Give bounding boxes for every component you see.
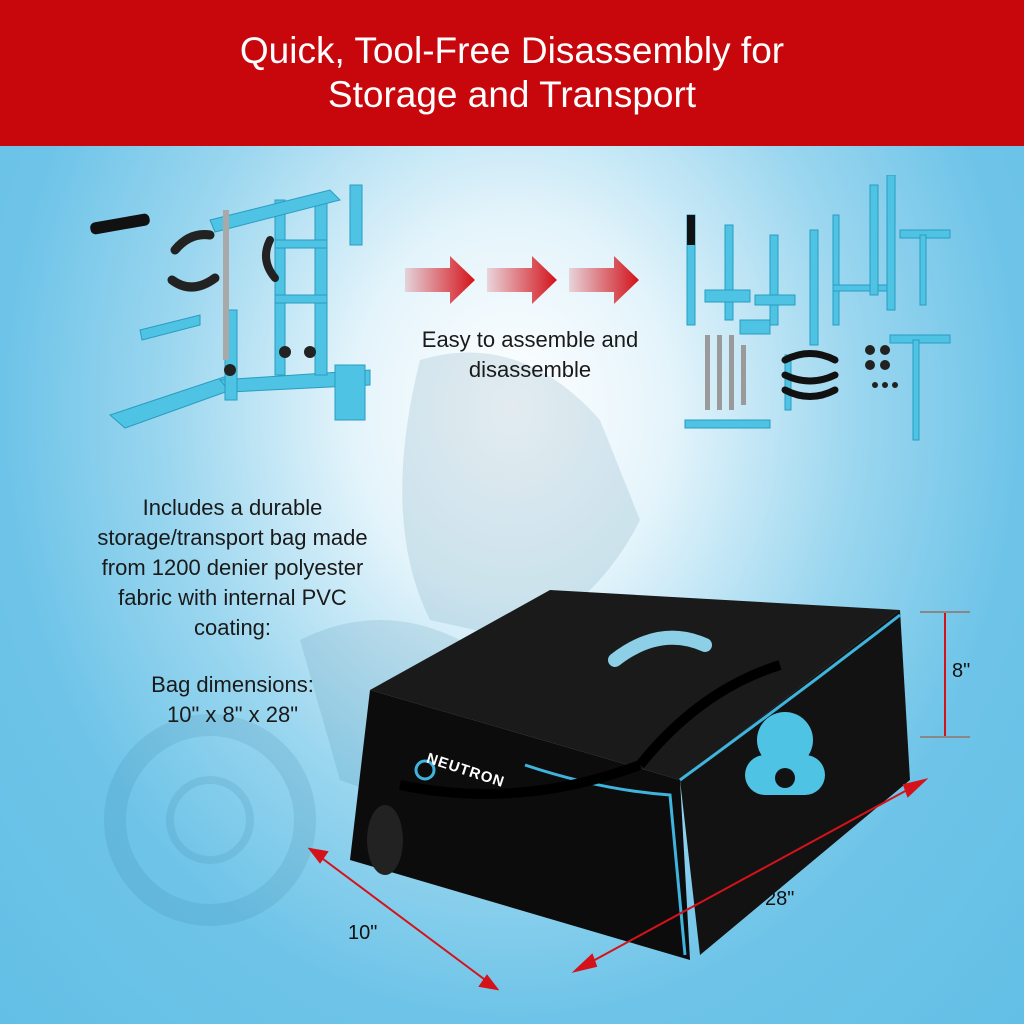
arrow-icon [487, 256, 557, 304]
bag-description-line: from 1200 denier polyester [101, 555, 364, 580]
neutron-logo-icon [414, 759, 436, 781]
header-title-line1: Quick, Tool-Free Disassembly for [239, 30, 785, 71]
bag-description-line: coating: [193, 615, 272, 640]
assembly-caption: Easy to assemble and disassemble [390, 325, 670, 385]
header-title-line2: Storage and Transport [327, 74, 697, 115]
bag-description-line: storage/transport bag made [97, 525, 368, 550]
bag-dimensions-text: Bag dimensions: 10" x 8" x 28" [85, 670, 380, 730]
length-dimension-label: 28" [765, 888, 795, 910]
assembly-caption-line1: Easy to assemble and [421, 327, 639, 352]
disassembled-parts-image [684, 175, 951, 441]
arrow-icon [569, 256, 639, 304]
arrow-icon [405, 256, 475, 304]
header-banner: Quick, Tool-Free Disassembly for Storage… [0, 0, 1024, 146]
bag-description-line: fabric with internal PVC [118, 585, 347, 610]
height-dimension-label: 8" [952, 660, 971, 682]
brand-emblem-icon [745, 712, 825, 795]
bag-description: Includes a durable storage/transport bag… [85, 493, 380, 643]
storage-bag-image [350, 590, 910, 960]
assembly-caption-line2: disassemble [468, 357, 592, 382]
progress-arrows [405, 256, 639, 304]
bag-dimensions-label: Bag dimensions: [151, 672, 314, 697]
width-dimension-label: 10" [348, 922, 378, 944]
bag-dimensions-value: 10" x 8" x 28" [166, 702, 299, 727]
bag-description-line: Includes a durable [142, 495, 323, 520]
assembled-tire-changer-image [90, 184, 371, 429]
